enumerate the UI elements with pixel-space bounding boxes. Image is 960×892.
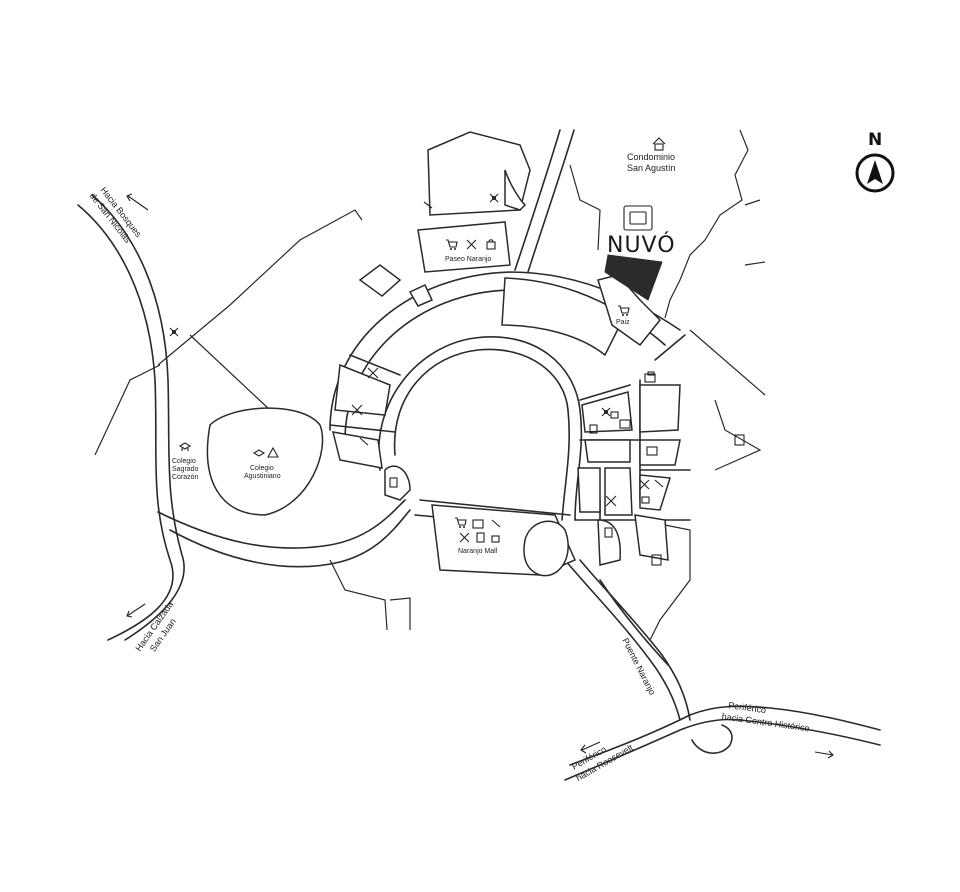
satellite-icon — [169, 327, 179, 337]
boundary-lines — [94, 129, 766, 641]
restaurant-icon — [605, 495, 617, 507]
satellite-icon — [601, 407, 611, 417]
building-icon — [734, 434, 745, 446]
gym-icon — [359, 437, 369, 446]
gym-icon — [423, 201, 433, 209]
direction-labels: Hacia Bosques de San Nicolás Hacia Calza… — [88, 185, 834, 783]
north-label: N — [868, 130, 882, 150]
north-compass: N — [855, 130, 895, 193]
building-icon — [619, 419, 631, 429]
restaurant-icon — [367, 367, 379, 379]
shop-bag-icon — [491, 535, 500, 543]
school-icon — [252, 449, 266, 457]
compass-arrow-icon — [867, 160, 883, 184]
cart-icon — [455, 517, 467, 528]
satellite-icon — [489, 193, 499, 203]
school-icon — [267, 446, 279, 458]
outer-roads — [77, 129, 881, 781]
building-icon — [644, 371, 656, 383]
cart-icon — [446, 239, 458, 250]
place-labels: Condominio San Agustín Paseo Naranjo Pai… — [172, 137, 676, 555]
condominio-label-1: Condominio — [627, 152, 675, 162]
restaurant-icon — [466, 239, 477, 250]
fuel-icon — [476, 532, 485, 543]
city-blocks — [206, 131, 681, 577]
arrow-icon — [126, 193, 149, 211]
condominio-label-2: San Agustín — [627, 163, 676, 173]
building-icon — [646, 446, 658, 456]
cart-icon — [618, 305, 630, 316]
shop-bag-icon — [486, 239, 496, 250]
nuvo-project-lot[interactable] — [604, 254, 663, 301]
colegio-agustiniano-label-1: Colegio — [250, 465, 274, 472]
colegio-sagrado-label-2: Sagrado — [172, 466, 199, 473]
arrow-icon — [580, 741, 601, 754]
gym-icon — [491, 519, 501, 528]
paiz-label: Paiz — [616, 319, 630, 326]
nuvo-logo-icon — [623, 205, 653, 231]
fuel-icon — [389, 477, 398, 488]
school-icon — [178, 442, 192, 451]
restaurant-icon — [459, 532, 470, 543]
building-icon — [472, 519, 484, 529]
compass-ring — [855, 153, 895, 193]
centro-label-2: hacia Centro Histórico — [721, 711, 810, 733]
colegio-agustiniano-label-2: Agustiniano — [244, 473, 281, 480]
home-icon — [652, 137, 666, 151]
building-icon — [651, 554, 662, 566]
arrow-icon — [814, 750, 834, 759]
restaurant-icon — [351, 404, 363, 416]
shop-bag-icon — [641, 496, 650, 504]
naranjo-mall-label: Naranjo Mall — [458, 548, 498, 555]
nuvo-project[interactable]: NUVÓ — [604, 205, 676, 301]
arrow-icon — [126, 603, 146, 618]
gym-icon — [654, 479, 664, 488]
restaurant-icon — [639, 479, 650, 490]
nuvo-brand: NUVÓ — [607, 232, 676, 258]
paseo-naranjo-label: Paseo Naranjo — [445, 256, 491, 263]
colegio-sagrado-label-3: Corazón — [172, 474, 199, 481]
colegio-sagrado-label-1: Colegio — [172, 458, 196, 465]
fuel-icon — [604, 527, 613, 538]
poi-icons — [169, 193, 745, 566]
fuel-icon — [589, 424, 598, 434]
shop-bag-icon — [610, 411, 619, 419]
